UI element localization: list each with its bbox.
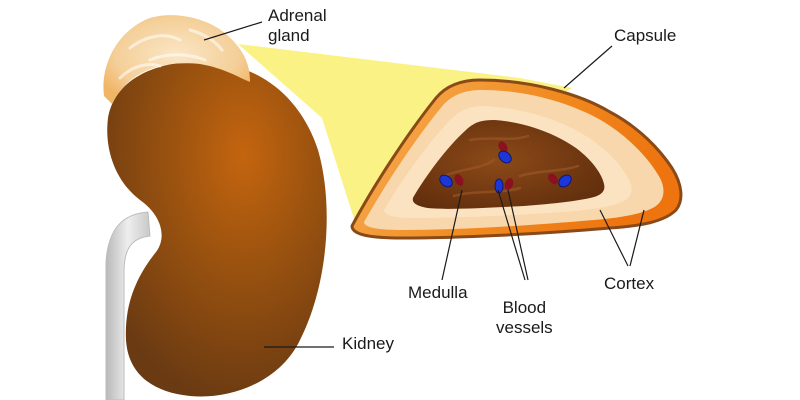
cortex-label: Cortex (604, 274, 655, 293)
vessel-vein (498, 141, 508, 153)
blood-vessels-leader-2 (507, 189, 529, 281)
medulla-leader (441, 189, 463, 281)
vessel-vein (454, 174, 464, 186)
vessel-artery (494, 178, 504, 194)
adrenal-texture (118, 28, 224, 80)
adrenal-gland-leader (203, 21, 263, 41)
capsule-leader (563, 45, 613, 89)
leader-lines (203, 21, 645, 348)
medulla-texture (438, 134, 580, 198)
ureter (105, 211, 151, 400)
blood-vessels-label: Blood vessels (496, 298, 553, 337)
cortex-leader-2 (629, 209, 645, 267)
vessel-artery (558, 174, 572, 188)
medulla (412, 120, 605, 209)
kidney (107, 61, 327, 397)
cortex-leader-1 (599, 209, 629, 267)
vessel-artery (498, 150, 512, 164)
vessel-vein (548, 173, 558, 185)
capsule-label: Capsule (614, 26, 677, 45)
vessel-artery (439, 174, 453, 188)
blood-vessels (439, 141, 572, 194)
medulla-label: Medulla (408, 283, 468, 302)
vessel-vein (504, 178, 514, 190)
blood-vessels-leader-1 (497, 189, 526, 281)
adrenal-gland-label: Adrenal gland (268, 6, 327, 45)
kidney-label: Kidney (342, 334, 394, 353)
